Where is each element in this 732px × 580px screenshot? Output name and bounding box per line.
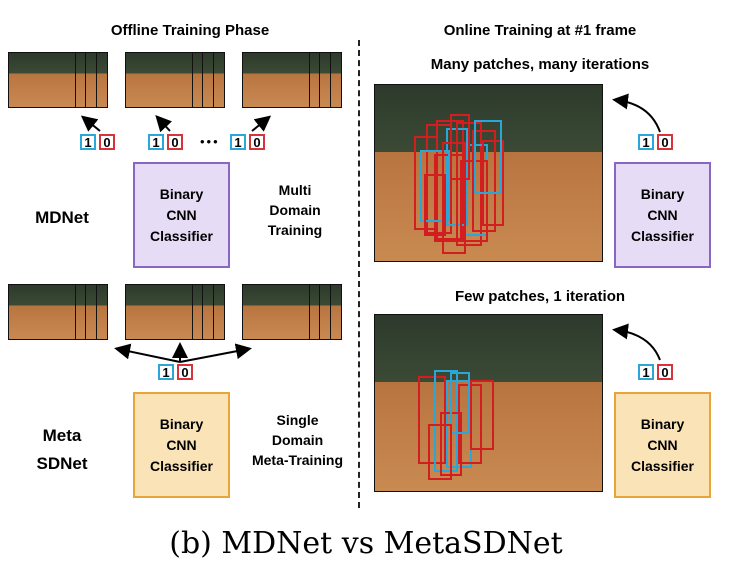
arrow-meta-right <box>179 343 252 363</box>
arrow-label-to-frame-2 <box>155 115 173 133</box>
negative-patch-box <box>442 142 466 254</box>
arrow-label-to-frame-1 <box>80 115 101 132</box>
video-frame <box>242 52 310 108</box>
positive-label: 1 <box>638 364 654 380</box>
figure-caption: (b) MDNet vs MetaSDNet <box>169 526 563 561</box>
classifier-text: Binary CNN Classifier <box>149 415 214 474</box>
negative-patch-box <box>418 376 446 464</box>
negative-label: 0 <box>657 134 673 150</box>
negative-patch-box <box>472 130 496 232</box>
meta-label: Meta <box>42 426 82 445</box>
arrow-label-to-frame-3 <box>251 115 272 132</box>
sdnet-label: SDNet <box>36 454 88 473</box>
video-frame <box>125 284 193 340</box>
many-patches-overlay <box>414 114 504 254</box>
online-frame-bottom <box>374 314 603 492</box>
online-frame-top <box>374 84 603 262</box>
few-patches-header: Few patches, 1 iteration <box>454 288 626 305</box>
positive-label: 1 <box>158 364 174 380</box>
video-frame <box>242 284 310 340</box>
video-frame <box>8 52 76 108</box>
positive-label: 1 <box>148 134 164 150</box>
many-patches-header: Many patches, many iterations <box>430 56 650 73</box>
negative-label: 0 <box>99 134 115 150</box>
few-patches-overlay <box>418 370 494 480</box>
online-metasdnet-classifier-box: Binary CNN Classifier <box>614 392 711 498</box>
positive-label: 1 <box>230 134 246 150</box>
negative-label: 0 <box>249 134 265 150</box>
positive-patch-box <box>474 120 502 194</box>
positive-label: 1 <box>80 134 96 150</box>
metasdnet-classifier-box: Binary CNN Classifier <box>133 392 230 498</box>
positive-patch-box <box>420 150 450 222</box>
negative-patch-box <box>470 380 494 450</box>
classifier-text: Binary CNN Classifier <box>630 415 695 474</box>
arrow-online-top <box>612 93 661 133</box>
mdnet-classifier-box: Binary CNN Classifier <box>133 162 230 268</box>
phase-divider <box>358 40 360 508</box>
negative-label: 0 <box>657 364 673 380</box>
online-mdnet-classifier-box: Binary CNN Classifier <box>614 162 711 268</box>
offline-phase-header: Offline Training Phase <box>110 22 270 39</box>
classifier-text: Binary CNN Classifier <box>630 185 695 244</box>
multi-domain-training-label: Multi Domain Training <box>267 182 323 238</box>
classifier-text: Binary CNN Classifier <box>149 185 214 244</box>
video-frame <box>125 52 193 108</box>
negative-label: 0 <box>167 134 183 150</box>
negative-patch-box <box>482 140 504 226</box>
arrow-online-bottom <box>612 323 661 361</box>
video-frame <box>8 284 76 340</box>
positive-patch-box <box>434 370 458 472</box>
negative-label: 0 <box>177 364 193 380</box>
arrow-meta-left <box>114 343 181 363</box>
mdnet-label: MDNet <box>35 208 89 227</box>
negative-patch-box <box>428 424 452 480</box>
positive-label: 1 <box>638 134 654 150</box>
single-domain-meta-training-label: Single Domain Meta-Training <box>251 412 343 468</box>
negative-patch-box <box>424 174 446 236</box>
positive-patch-box <box>450 372 470 434</box>
ellipsis: ••• <box>200 134 220 149</box>
online-phase-header: Online Training at #1 frame <box>443 22 637 39</box>
